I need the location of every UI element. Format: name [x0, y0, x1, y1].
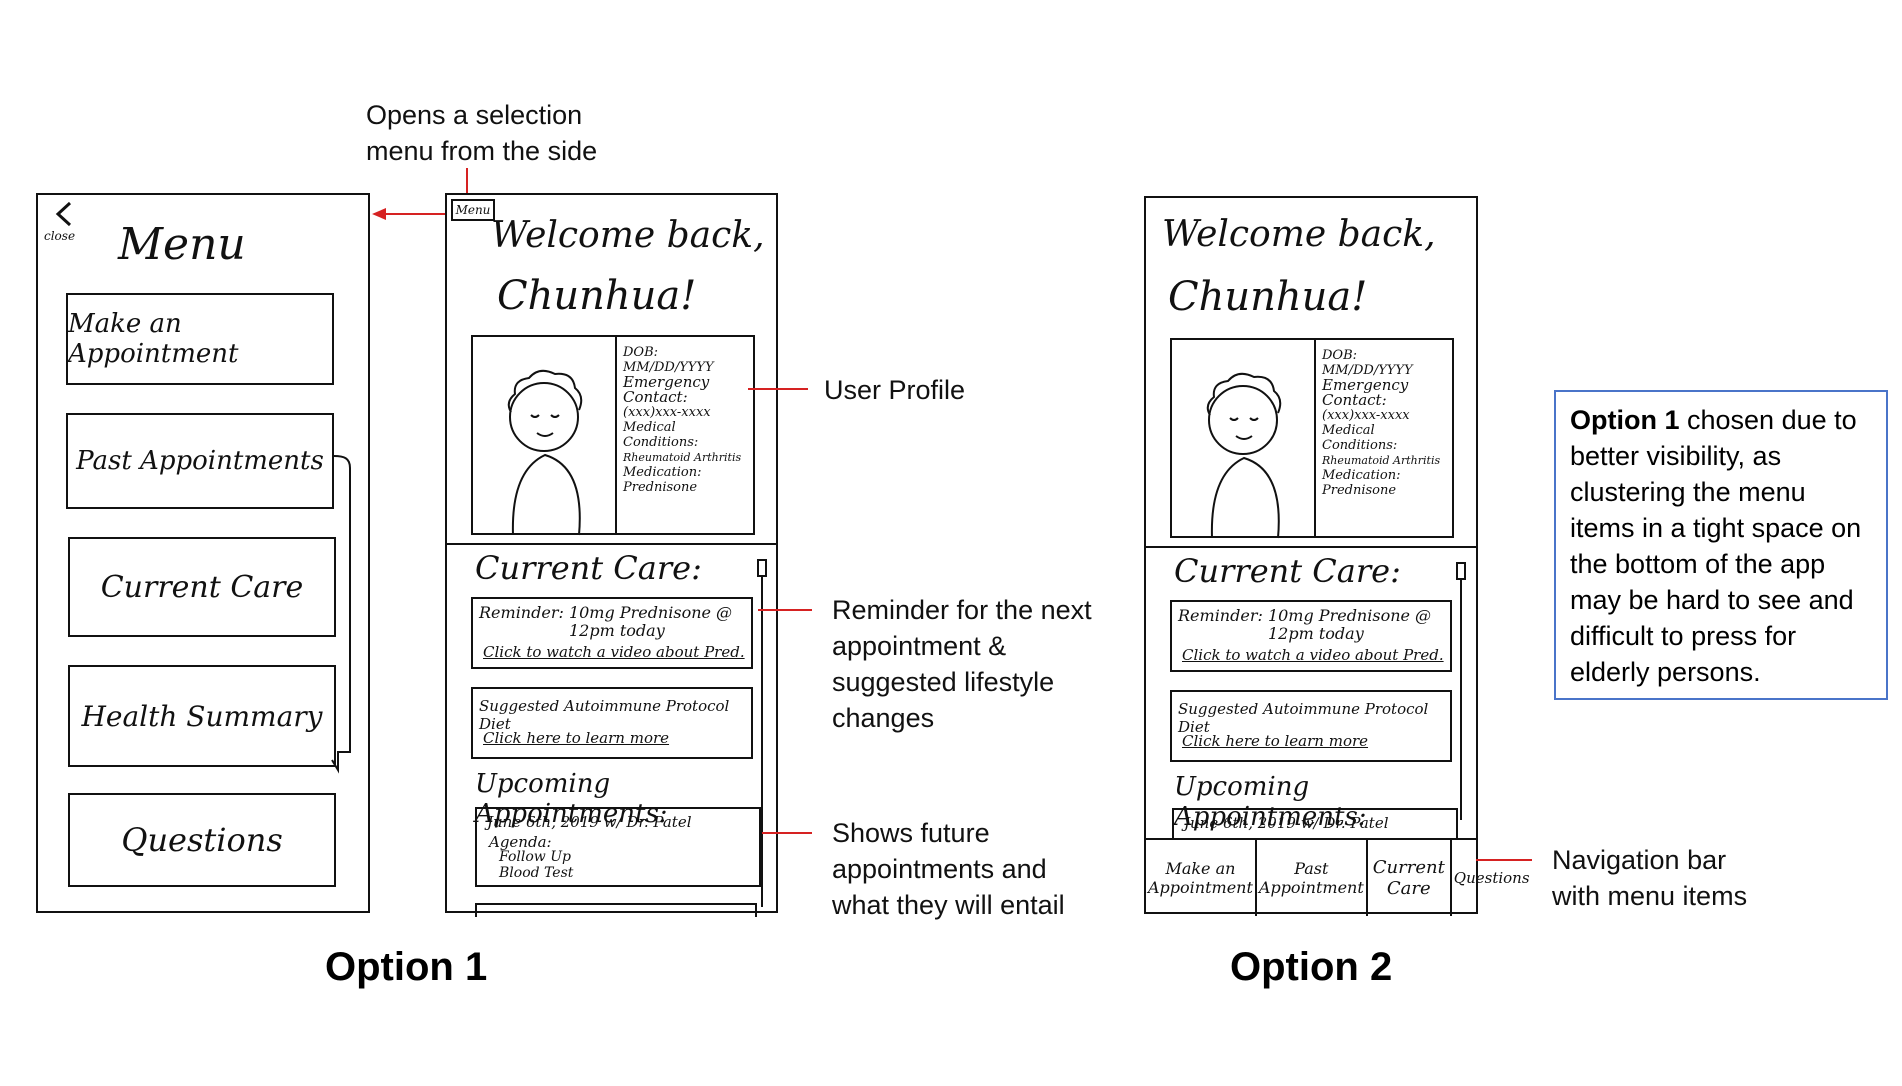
upcoming-title-2: Upcoming Appointments: — [1174, 772, 1367, 832]
option1-caption: Option 1 — [325, 945, 488, 989]
conditions-label: Medical Conditions: — [1322, 423, 1398, 453]
suggested-line: Suggested Autoimmune Protocol Diet — [1178, 700, 1429, 736]
option2-caption: Option 2 — [1230, 945, 1393, 989]
profile-details: DOB: MM/DD/YYYY Emergency Contact: (xxx)… — [623, 345, 753, 495]
future-appts-connector — [762, 832, 812, 834]
scrollbar[interactable] — [1456, 562, 1466, 822]
reminder-line2: 12pm today — [569, 621, 665, 640]
profile-card-2: DOB: MM/DD/YYYY Emergency Contact: (xxx)… — [1170, 338, 1454, 539]
reminder-link[interactable]: Click to watch a video about Pred. — [1182, 646, 1444, 664]
menu-button[interactable]: Menu — [451, 199, 495, 221]
dob-label: DOB: — [1322, 348, 1358, 363]
nav-bar: Make an Appointment Past Appointment Cur… — [1146, 838, 1530, 916]
future-appts-annotation: Shows future appointments and what they … — [832, 818, 1065, 920]
avatar-icon — [1206, 372, 1282, 539]
medication-value: Prednisone — [1322, 483, 1397, 498]
nav-item-make-appointment[interactable]: Make an Appointment — [1146, 840, 1257, 916]
medication-value: Prednisone — [623, 480, 698, 495]
medication-label: Medication: — [623, 465, 702, 480]
reminder-line1: Reminder: 10mg Prednisone @ — [479, 603, 733, 622]
chevron-left-icon — [55, 201, 72, 227]
close-button[interactable]: close — [42, 201, 92, 245]
scrollbar[interactable] — [757, 559, 767, 909]
appointment-card-peek[interactable]: June 6th, 2019 w/ Dr. Patel — [1172, 808, 1458, 838]
side-menu-annotation: Opens a selection menu from the side — [366, 100, 598, 166]
emergency-value: (xxx)xxx-xxxx — [623, 405, 711, 420]
reminder-connector — [758, 609, 812, 611]
arrow-to-menu — [372, 208, 448, 220]
upcoming-title: Upcoming Appointments: — [475, 769, 668, 829]
menu-title: Menu — [118, 219, 246, 270]
medication-label: Medication: — [1322, 468, 1401, 483]
menu-item-past-appointments[interactable]: Past Appointments — [66, 413, 334, 509]
section-divider — [447, 543, 777, 545]
appt-item1: Follow Up — [499, 849, 571, 865]
menu-item-make-appointment[interactable]: Make an Appointment — [66, 293, 334, 385]
dob-value: MM/DD/YYYY — [623, 360, 714, 375]
nav-item-current-care[interactable]: Current Care — [1368, 840, 1452, 916]
menu-item-health-summary[interactable]: Health Summary — [68, 665, 336, 767]
suggested-line: Suggested Autoimmune Protocol Diet — [479, 697, 730, 733]
reminder-card[interactable]: Reminder: 10mg Prednisone @ 12pm today C… — [471, 597, 753, 669]
decision-note: Option 1 chosen due to better visibility… — [1554, 390, 1888, 700]
profile-divider — [1314, 340, 1316, 536]
decision-note-bold: Option 1 — [1570, 405, 1680, 435]
user-profile-connector — [748, 388, 808, 390]
next-card-peek — [475, 903, 757, 917]
conditions-value: Rheumatoid Arthritis — [1322, 454, 1441, 467]
reminder-line1: Reminder: 10mg Prednisone @ — [1178, 606, 1432, 625]
conditions-value: Rheumatoid Arthritis — [623, 451, 742, 464]
appt-line1: June 6th, 2019 w/ Dr. Patel — [487, 813, 692, 831]
user-profile-annotation: User Profile — [824, 375, 966, 405]
current-care-title: Current Care: — [475, 549, 702, 587]
avatar-icon — [507, 369, 583, 536]
welcome-text: Welcome back, — [491, 215, 765, 256]
nav-bar-connector — [1476, 859, 1532, 861]
conditions-label: Medical Conditions: — [623, 420, 699, 450]
menu-item-current-care[interactable]: Current Care — [68, 537, 336, 637]
reminder-card-2[interactable]: Reminder: 10mg Prednisone @ 12pm today C… — [1170, 600, 1452, 672]
appt-agenda: Agenda: — [489, 833, 552, 851]
appt-line1: June 6th, 2019 w/ Dr. Patel — [1184, 814, 1389, 832]
nav-item-past-appointment[interactable]: Past Appointment — [1257, 840, 1368, 916]
suggested-link[interactable]: Click here to learn more — [483, 729, 670, 747]
menu-label-connector — [466, 168, 468, 198]
suggested-card[interactable]: Suggested Autoimmune Protocol Diet Click… — [471, 687, 753, 759]
appt-item2: Blood Test — [499, 865, 574, 881]
dob-value: MM/DD/YYYY — [1322, 363, 1413, 378]
appointment-card[interactable]: June 6th, 2019 w/ Dr. Patel Agenda: Foll… — [475, 807, 761, 887]
profile-details-2: DOB: MM/DD/YYYY Emergency Contact: (xxx)… — [1322, 348, 1452, 498]
close-label: close — [44, 229, 76, 243]
user-name-2: Chunhua! — [1168, 274, 1368, 320]
menu-button-label: Menu — [455, 203, 491, 217]
menu-item-questions[interactable]: Questions — [68, 793, 336, 887]
section-divider — [1146, 546, 1476, 548]
nav-item-questions[interactable]: Questions — [1453, 869, 1530, 887]
reminder-link[interactable]: Click to watch a video about Pred. — [483, 643, 745, 661]
emergency-label: Emergency Contact: — [623, 373, 710, 406]
suggested-link[interactable]: Click here to learn more — [1182, 732, 1369, 750]
dob-label: DOB: — [623, 345, 659, 360]
home-screen-option1: Menu Welcome back, Chunhua! DOB: MM/DD/Y… — [445, 193, 778, 917]
reminder-line2: 12pm today — [1268, 624, 1364, 643]
reminder-annotation: Reminder for the next appointment & sugg… — [832, 595, 1092, 733]
suggested-card-2[interactable]: Suggested Autoimmune Protocol Diet Click… — [1170, 690, 1452, 762]
current-care-title-2: Current Care: — [1174, 552, 1401, 590]
nav-bar-annotation: Navigation bar with menu items — [1552, 845, 1748, 911]
menu-screen: close Menu Make an Appointment Past Appo… — [36, 193, 370, 913]
welcome-text-2: Welcome back, — [1162, 214, 1436, 255]
user-name: Chunhua! — [497, 273, 697, 319]
scroll-bracket-icon — [331, 455, 351, 774]
home-screen-option2: Welcome back, Chunhua! DOB: MM/DD/YYYY E… — [1144, 196, 1530, 916]
emergency-label: Emergency Contact: — [1322, 376, 1409, 409]
profile-card: DOB: MM/DD/YYYY Emergency Contact: (xxx)… — [471, 335, 755, 536]
decision-note-text: chosen due to better visibility, as clus… — [1570, 405, 1862, 687]
emergency-value: (xxx)xxx-xxxx — [1322, 408, 1410, 423]
profile-divider — [615, 337, 617, 533]
